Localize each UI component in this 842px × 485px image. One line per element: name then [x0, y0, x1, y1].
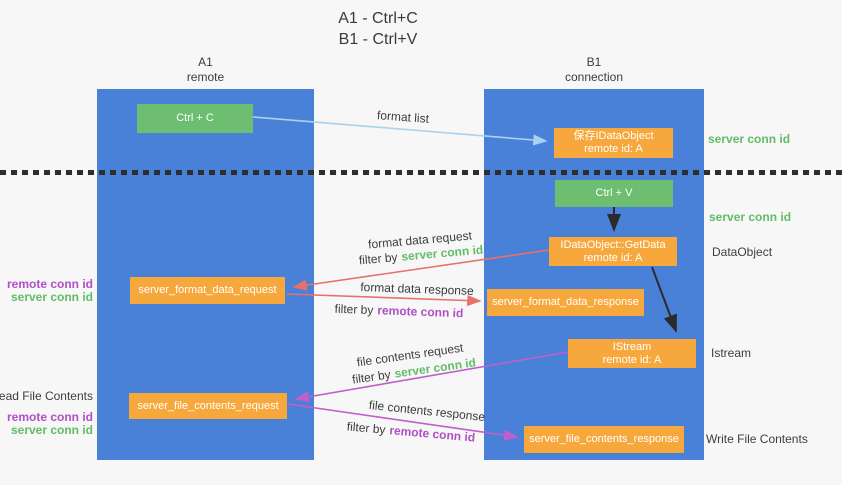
title-line-1: A1 - Ctrl+C — [338, 10, 418, 27]
message-file-contents-response: file contents response — [368, 397, 486, 425]
node-istream-line2: remote id: A — [602, 353, 662, 366]
label-server-conn-id-top: server conn id — [708, 132, 791, 146]
node-getdata-line2: remote id: A — [583, 251, 643, 264]
label-remote-conn-id-left-2: remote conn id — [6, 410, 93, 424]
label-server-conn-id-mid: server conn id — [709, 210, 792, 224]
node-server-file-contents-request: server_file_contents_request — [129, 393, 287, 419]
left-conn-id-stack-bottom: Read File Contents remote conn id server… — [0, 390, 93, 437]
node-ctrl-c: Ctrl + C — [137, 104, 253, 133]
node-ctrl-v: Ctrl + V — [555, 180, 673, 207]
node-format-response-label: server_format_data_response — [492, 296, 639, 308]
title-line-2: B1 - Ctrl+V — [338, 31, 418, 48]
node-server-format-data-response: server_format_data_response — [487, 289, 644, 316]
diagram-title: A1 - Ctrl+C B1 - Ctrl+V — [298, 8, 458, 50]
lifeline-b1-name: B1 — [586, 55, 602, 69]
filter-by-text: filter by — [351, 367, 392, 387]
node-ctrl-c-label: Ctrl + C — [176, 112, 214, 124]
lifeline-b1-role: connection — [564, 70, 624, 84]
node-idataobject-getdata: IDataObject::GetData remote id: A — [549, 237, 677, 266]
lifeline-header-a1: A1 remote — [97, 55, 314, 85]
node-save-idataobject-line1: 保存IDataObject — [573, 130, 654, 142]
filter-by-text: filter by — [346, 419, 387, 437]
node-save-idataobject: 保存IDataObject remote id: A — [554, 128, 673, 158]
remote-conn-id-text: remote conn id — [377, 303, 464, 321]
filter-by-text: filter by — [334, 301, 374, 318]
label-read-file-contents: Read File Contents — [0, 389, 93, 403]
label-remote-conn-id-left-1: remote conn id — [6, 277, 93, 291]
lifeline-header-b1: B1 connection — [484, 55, 704, 85]
label-dataobject: DataObject — [712, 245, 773, 259]
node-istream: IStream remote id: A — [568, 339, 696, 368]
message-format-data-response: format data response — [360, 280, 474, 298]
remote-conn-id-text: remote conn id — [388, 423, 476, 445]
filter-by-text: filter by — [358, 250, 399, 268]
phase-separator-dotted-line — [0, 170, 842, 175]
node-format-request-label: server_format_data_request — [138, 284, 277, 296]
node-file-request-label: server_file_contents_request — [137, 399, 279, 412]
label-server-conn-id-left-1: server conn id — [10, 290, 93, 304]
label-write-file-contents: Write File Contents — [706, 432, 808, 446]
node-server-file-contents-response: server_file_contents_response — [524, 426, 684, 453]
node-getdata-line1: IDataObject::GetData — [560, 238, 666, 251]
lifeline-a1-role: remote — [186, 70, 225, 84]
label-istream: Istream — [711, 346, 752, 360]
node-file-response-label: server_file_contents_response — [529, 433, 679, 445]
lifeline-a1-name: A1 — [198, 55, 213, 69]
node-istream-line1: IStream — [612, 340, 652, 353]
left-conn-id-stack-top: remote conn id server conn id — [7, 278, 93, 304]
message-format-list: format list — [376, 108, 430, 126]
node-server-format-data-request: server_format_data_request — [130, 277, 285, 304]
node-ctrl-v-label: Ctrl + V — [595, 187, 633, 199]
node-save-idataobject-line2: remote id: A — [584, 143, 643, 155]
label-server-conn-id-left-2: server conn id — [10, 423, 93, 437]
